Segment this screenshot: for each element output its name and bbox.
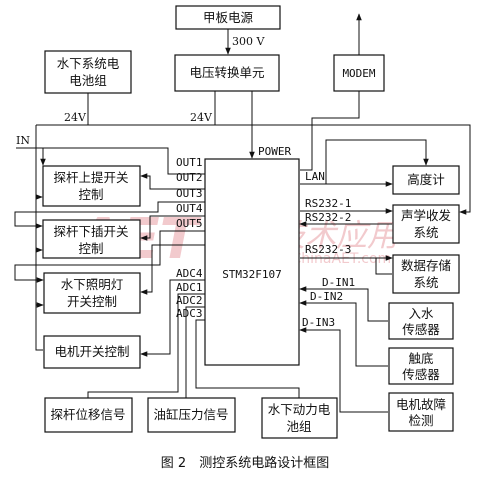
label-out4: OUT4 (176, 202, 203, 215)
label-rs232-1: RS232-1 (305, 197, 351, 210)
lamp-switch-line2: 开关控制 (67, 294, 117, 309)
altimeter-label: 高度计 (407, 172, 445, 187)
motor-switch-block: 电机开关控制 (43, 335, 141, 369)
modem-block: MODEM (333, 54, 385, 92)
lift-down-line1: 探杆下插开关 (53, 224, 128, 239)
power-source-label: 甲板电源 (203, 10, 254, 25)
cylinder-pressure-block: 油缸压力信号 (147, 397, 236, 433)
lift-down-line2: 控制 (78, 241, 103, 256)
mcu-label: STM32F107 (222, 268, 282, 281)
lamp-switch-block: 水下照明灯 开关控制 (43, 272, 141, 314)
label-adc3: ADC3 (176, 307, 203, 320)
motor-switch-label: 电机开关控制 (54, 344, 129, 359)
lift-up-block: 探杆上提开关 控制 (42, 165, 141, 207)
label-300v: 300 V (232, 35, 265, 48)
label-din2: D-IN2 (310, 290, 343, 303)
label-24v-right: 24V (190, 111, 213, 124)
bottom-sensor-line2: 传感器 (402, 367, 440, 382)
water-sensor-line1: 入水 (408, 306, 434, 321)
probe-displacement-label: 探杆位移信号 (50, 407, 125, 422)
motor-fault-line2: 检测 (408, 413, 433, 428)
label-din1: D-IN1 (322, 276, 355, 289)
battery-system-line1: 水下系统电 (57, 56, 120, 71)
water-sensor-block: 入水 传感器 (388, 302, 454, 340)
voltage-converter-label: 电压转换单元 (189, 65, 264, 80)
label-din3: D-IN3 (302, 316, 335, 329)
lamp-switch-line1: 水下照明灯 (61, 277, 124, 292)
data-storage-line2: 系统 (413, 275, 438, 290)
battery-system-line2: 电池组 (69, 73, 107, 88)
cylinder-pressure-label: 油缸压力信号 (153, 407, 228, 422)
acoustic-line1: 声学收发 (401, 208, 452, 223)
acoustic-line2: 系统 (413, 225, 438, 240)
bottom-sensor-block: 触底 传感器 (388, 347, 454, 385)
label-adc2: ADC2 (176, 294, 203, 307)
altimeter-block: 高度计 (392, 165, 460, 195)
label-adc1: ADC1 (176, 281, 203, 294)
label-in: IN (16, 134, 30, 147)
power-battery-line2: 池组 (286, 419, 311, 434)
wires (14, 13, 471, 413)
probe-displacement-block: 探杆位移信号 (44, 397, 133, 433)
data-storage-block: 数据存储 系统 (392, 254, 460, 294)
label-out3: OUT3 (176, 187, 203, 200)
label-out1: OUT1 (176, 156, 203, 169)
motor-fault-block: 电机故障 检测 (388, 392, 454, 432)
lift-down-block: 探杆下插开关 控制 (42, 219, 141, 259)
signal-labels: 300 V 24V 24V IN POWER LAN OUT1 OUT2 OUT… (16, 35, 355, 329)
acoustic-block: 声学收发 系统 (392, 204, 460, 244)
label-out2: OUT2 (176, 171, 203, 184)
motor-fault-line1: 电机故障 (396, 397, 446, 412)
data-storage-line1: 数据存储 (401, 258, 451, 273)
label-out5: OUT5 (176, 217, 203, 230)
power-battery-block: 水下动力电 池组 (261, 397, 338, 439)
power-battery-line1: 水下动力电 (268, 402, 331, 417)
label-rs232-3: RS232-3 (305, 243, 351, 256)
bottom-sensor-line1: 触底 (408, 351, 433, 366)
modem-label: MODEM (342, 67, 375, 80)
label-24v-left: 24V (64, 111, 87, 124)
power-source-block: 甲板电源 (175, 5, 281, 30)
label-lan: LAN (305, 170, 325, 183)
water-sensor-line2: 传感器 (402, 322, 440, 337)
figure-caption: 图 2 测控系统电路设计框图 (161, 455, 329, 471)
label-power: POWER (258, 145, 291, 158)
lift-up-line1: 探杆上提开关 (53, 170, 128, 185)
mcu-block: STM32F107 (204, 158, 300, 366)
lift-up-line2: 控制 (78, 187, 103, 202)
label-rs232-2: RS232-2 (305, 211, 351, 224)
voltage-converter-block: 电压转换单元 (174, 54, 280, 92)
label-adc4: ADC4 (176, 267, 203, 280)
battery-system-block: 水下系统电 电池组 (44, 50, 132, 94)
